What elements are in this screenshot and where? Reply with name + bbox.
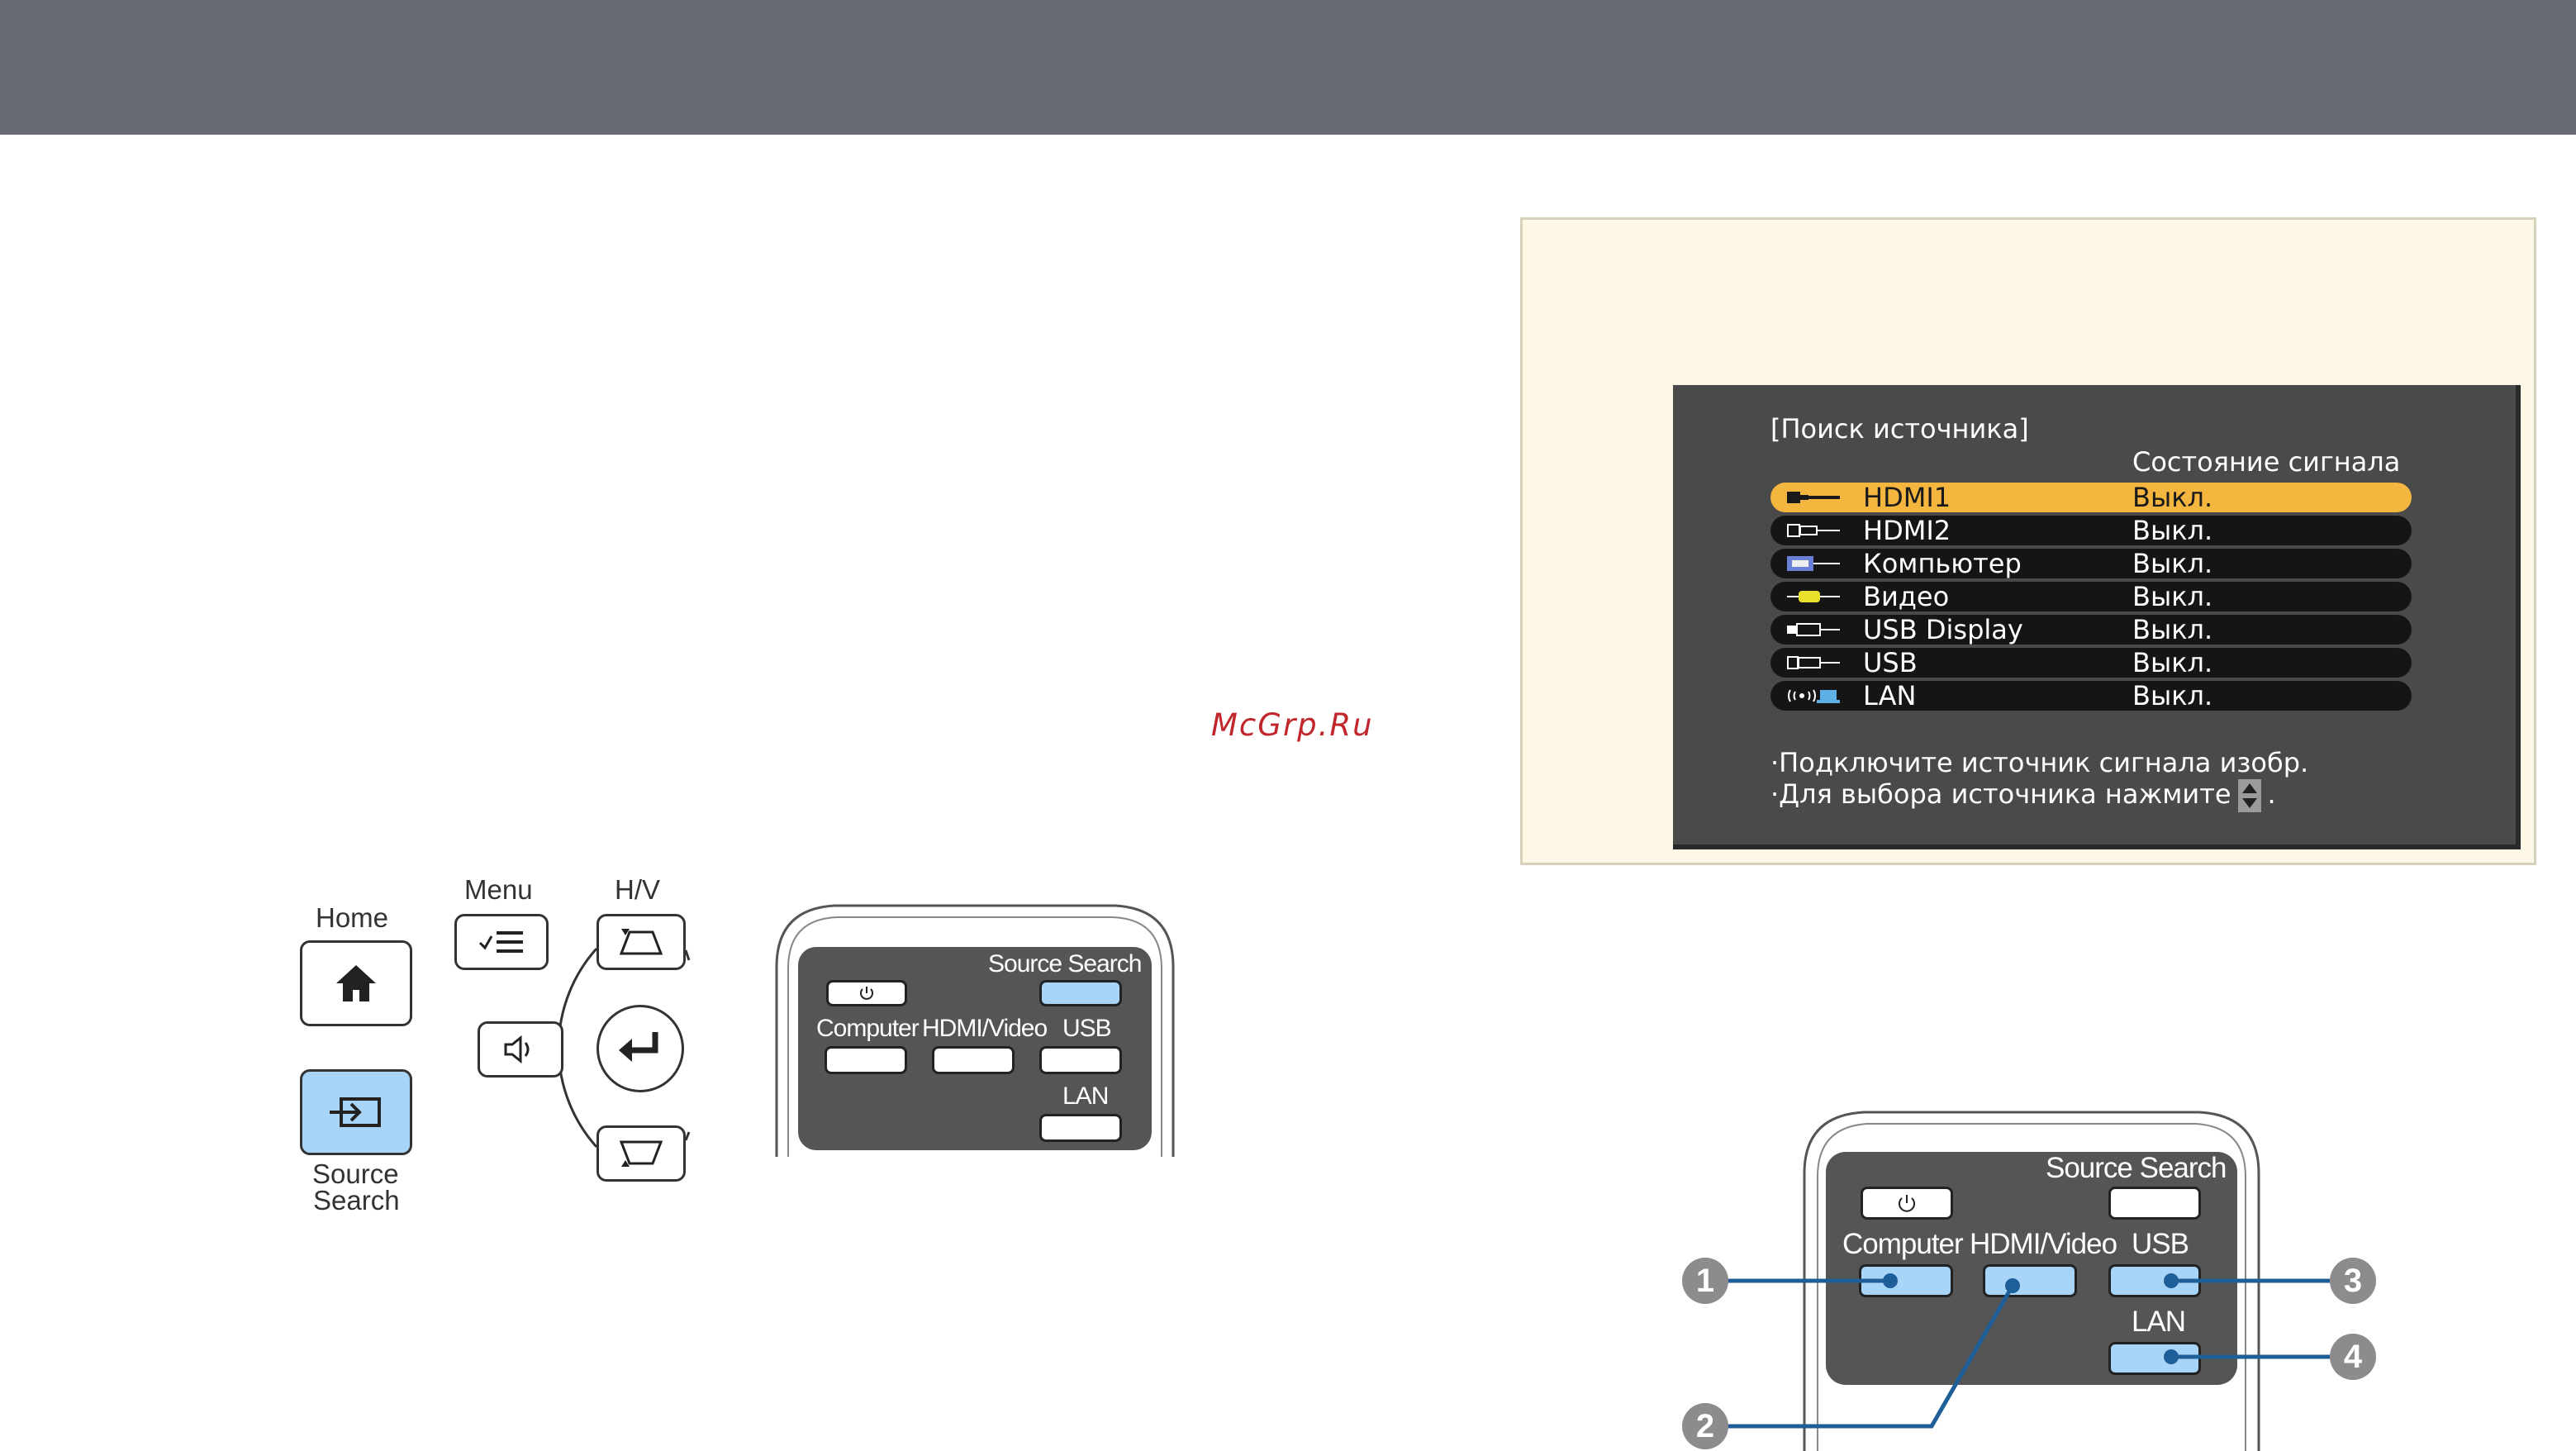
hdmi-icon (1787, 523, 1840, 538)
keystone-up-button[interactable] (596, 914, 686, 970)
source-name: HDMI1 (1863, 482, 1951, 513)
power-button[interactable] (1861, 1187, 1953, 1220)
source-name: Компьютер (1863, 548, 2022, 579)
source-row-video[interactable]: Видео Выкл. (1770, 582, 2412, 611)
source-label-1: Source (312, 1158, 399, 1189)
source-input-icon (330, 1097, 381, 1127)
hdmi-video-button[interactable] (932, 1046, 1015, 1074)
menu-icon (478, 931, 523, 953)
wireless-lan-icon (1787, 688, 1840, 703)
menu-label: Menu (464, 874, 533, 905)
header-bar (0, 0, 2576, 135)
computer-button[interactable] (825, 1046, 907, 1074)
usb-button[interactable] (1039, 1046, 1122, 1074)
source-row-computer[interactable]: Компьютер Выкл. (1770, 549, 2412, 578)
source-row-usb-display[interactable]: USB Display Выкл. (1770, 615, 2412, 645)
volume-button[interactable] (478, 1021, 563, 1078)
enter-icon (619, 1032, 658, 1062)
callout-3: 3 (2330, 1258, 2376, 1304)
lan-label: LAN (2132, 1306, 2186, 1338)
hv-label: H/V (615, 874, 661, 905)
hdmi-video-button[interactable] (1983, 1264, 2077, 1297)
source-state: Выкл. (2132, 515, 2213, 546)
keystone-down-icon (619, 1140, 663, 1167)
source-search-label: Source Search (988, 950, 1142, 978)
computer-label: Computer (1842, 1228, 1964, 1260)
usb-icon (1787, 622, 1840, 637)
enter-button[interactable] (596, 1005, 684, 1092)
source-state: Выкл. (2132, 614, 2213, 645)
source-row-hdmi1[interactable]: HDMI1 Выкл. (1770, 483, 2412, 512)
menu-button[interactable] (454, 914, 549, 970)
source-row-usb[interactable]: USB Выкл. (1770, 648, 2412, 678)
source-search-label: Source Search (2046, 1152, 2227, 1184)
source-row-lan[interactable]: LAN Выкл. (1770, 681, 2412, 711)
source-state: Выкл. (2132, 647, 2213, 678)
watermark: McGrp.Ru (1211, 707, 1374, 743)
signal-state-header: Состояние сигнала (2132, 446, 2401, 478)
connect-message: ·Подключите источник сигнала изобр. (1770, 747, 2309, 778)
select-message-suffix: . (2267, 778, 2276, 810)
source-search-button[interactable] (300, 1069, 412, 1155)
home-icon (336, 965, 376, 1001)
source-state: Выкл. (2132, 581, 2213, 612)
home-button[interactable] (300, 940, 412, 1026)
select-message: ·Для выбора источника нажмите. (1770, 778, 2276, 812)
source-label-2: Search (313, 1185, 400, 1216)
keystone-down-button[interactable] (596, 1125, 686, 1182)
up-down-icon (2237, 779, 2261, 812)
usb-icon (1787, 655, 1840, 670)
hdmi-icon (1787, 490, 1840, 505)
source-search-button-remote[interactable] (1039, 980, 1122, 1006)
source-row-hdmi2[interactable]: HDMI2 Выкл. (1770, 516, 2412, 545)
rca-icon (1787, 589, 1840, 604)
hdmi-video-label: HDMI/Video (1970, 1228, 2117, 1260)
usb-label: USB (2132, 1228, 2189, 1260)
power-icon (1899, 1195, 1915, 1212)
vga-icon (1787, 556, 1840, 571)
computer-label: Computer (816, 1015, 920, 1042)
source-search-screen: [Поиск источника] Состояние сигнала HDMI… (1673, 385, 2521, 849)
source-name: USB Display (1863, 614, 2023, 645)
hdmi-video-label: HDMI/Video (922, 1015, 1048, 1042)
power-icon (860, 987, 873, 1000)
callout-2: 2 (1682, 1403, 1728, 1449)
callout-4: 4 (2330, 1334, 2376, 1380)
screen-title: [Поиск источника] (1770, 413, 2029, 445)
keystone-up-icon (619, 929, 663, 955)
lan-button[interactable] (1039, 1114, 1122, 1142)
callout-1: 1 (1682, 1258, 1728, 1304)
note-box: [Поиск источника] Состояние сигнала HDMI… (1520, 217, 2536, 865)
source-name: LAN (1863, 680, 1917, 711)
home-label: Home (316, 902, 389, 933)
source-state: Выкл. (2132, 482, 2213, 513)
power-button[interactable] (826, 980, 907, 1006)
source-search-button-remote[interactable] (2108, 1187, 2201, 1220)
usb-label: USB (1062, 1015, 1112, 1042)
select-message-text: ·Для выбора источника нажмите (1770, 778, 2231, 810)
source-name: USB (1863, 647, 1918, 678)
lan-label: LAN (1062, 1082, 1109, 1110)
source-state: Выкл. (2132, 680, 2213, 711)
source-name: HDMI2 (1863, 515, 1951, 546)
source-name: Видео (1863, 581, 1950, 612)
speaker-icon (504, 1035, 530, 1064)
source-state: Выкл. (2132, 548, 2213, 579)
